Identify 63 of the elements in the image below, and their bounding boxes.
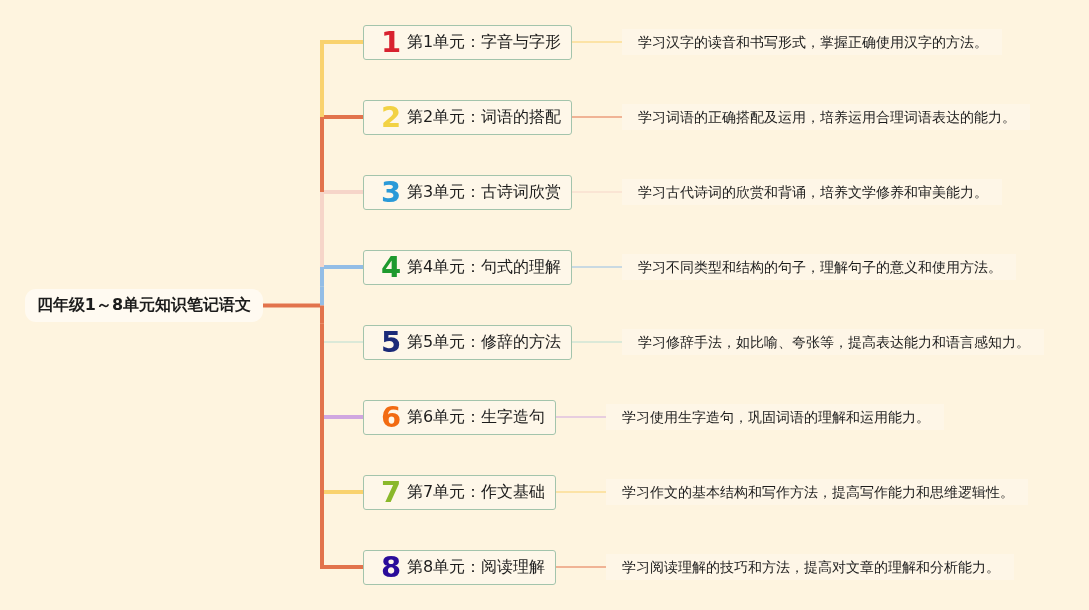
- connector-line: [555, 491, 607, 493]
- unit-title: 第4单元：句式的理解: [407, 257, 562, 277]
- connector-line: [320, 167, 324, 192]
- unit-box: [363, 24, 572, 60]
- unit-title: 第7单元：作文基础: [407, 482, 546, 502]
- unit-box: [363, 324, 572, 360]
- connector-line: [320, 417, 324, 442]
- unit-title: 第5单元：修辞的方法: [407, 332, 562, 352]
- unit-number: 2: [380, 101, 402, 133]
- connector-line: [324, 490, 363, 494]
- description-text: 学习汉字的读音和书写形式，掌握正确使用汉字的方法。: [622, 29, 1002, 55]
- connector-line: [320, 267, 324, 287]
- connector-line: [263, 303, 282, 308]
- connector-line: [320, 142, 324, 167]
- connector-line: [320, 442, 324, 467]
- description-text: 学习古代诗词的欣赏和背诵，培养文学修养和审美能力。: [622, 179, 1002, 205]
- unit-box: [363, 174, 572, 210]
- connector-line: [282, 303, 301, 308]
- unit-title: 第8单元：阅读理解: [407, 557, 546, 577]
- description-text: 学习不同类型和结构的句子，理解句子的意义和使用方法。: [622, 254, 1016, 280]
- description-text: 学习词语的正确搭配及运用，培养运用合理词语表达的能力。: [622, 104, 1030, 130]
- connector-line: [320, 342, 324, 367]
- connector-line: [323, 341, 364, 343]
- connector-line: [555, 416, 607, 418]
- unit-number: 8: [380, 551, 402, 583]
- connector-line: [301, 303, 320, 308]
- description-text: 学习修辞手法，如比喻、夸张等，提高表达能力和语言感知力。: [622, 329, 1044, 355]
- connector-line: [320, 367, 324, 392]
- connector-line: [320, 305, 324, 324]
- connector-line: [320, 392, 324, 417]
- unit-number: 5: [380, 326, 402, 358]
- connector-line: [571, 341, 623, 343]
- connector-line: [571, 116, 623, 118]
- connector-line: [555, 566, 607, 568]
- connector-line: [320, 117, 324, 142]
- unit-number: 3: [380, 176, 402, 208]
- unit-title: 第6单元：生字造句: [407, 407, 546, 427]
- unit-box: [363, 249, 572, 285]
- unit-number: 1: [380, 26, 402, 58]
- unit-box: [363, 549, 556, 585]
- connector-line: [320, 40, 363, 117]
- unit-title: 第3单元：古诗词欣赏: [407, 182, 562, 202]
- unit-box: [363, 474, 556, 510]
- unit-number: 7: [380, 476, 402, 508]
- connector-line: [320, 467, 324, 492]
- connector-line: [320, 492, 363, 569]
- connector-line: [324, 415, 363, 419]
- connector-line: [324, 265, 363, 269]
- unit-box: [363, 99, 572, 135]
- unit-number: 6: [380, 401, 402, 433]
- root-topic: 四年级1～8单元知识笔记语文: [25, 289, 263, 322]
- connector-line: [571, 41, 623, 43]
- unit-number: 4: [380, 251, 402, 283]
- connector-line: [320, 323, 324, 342]
- unit-title: 第2单元：词语的搭配: [407, 107, 562, 127]
- description-text: 学习阅读理解的技巧和方法，提高对文章的理解和分析能力。: [606, 554, 1014, 580]
- connector-line: [320, 286, 324, 306]
- description-text: 学习使用生字造句，巩固词语的理解和运用能力。: [606, 404, 944, 430]
- connector-line: [571, 266, 623, 268]
- connector-line: [324, 115, 363, 119]
- description-text: 学习作文的基本结构和写作方法，提高写作能力和思维逻辑性。: [606, 479, 1028, 505]
- unit-box: [363, 399, 556, 435]
- unit-title: 第1单元：字音与字形: [407, 32, 562, 52]
